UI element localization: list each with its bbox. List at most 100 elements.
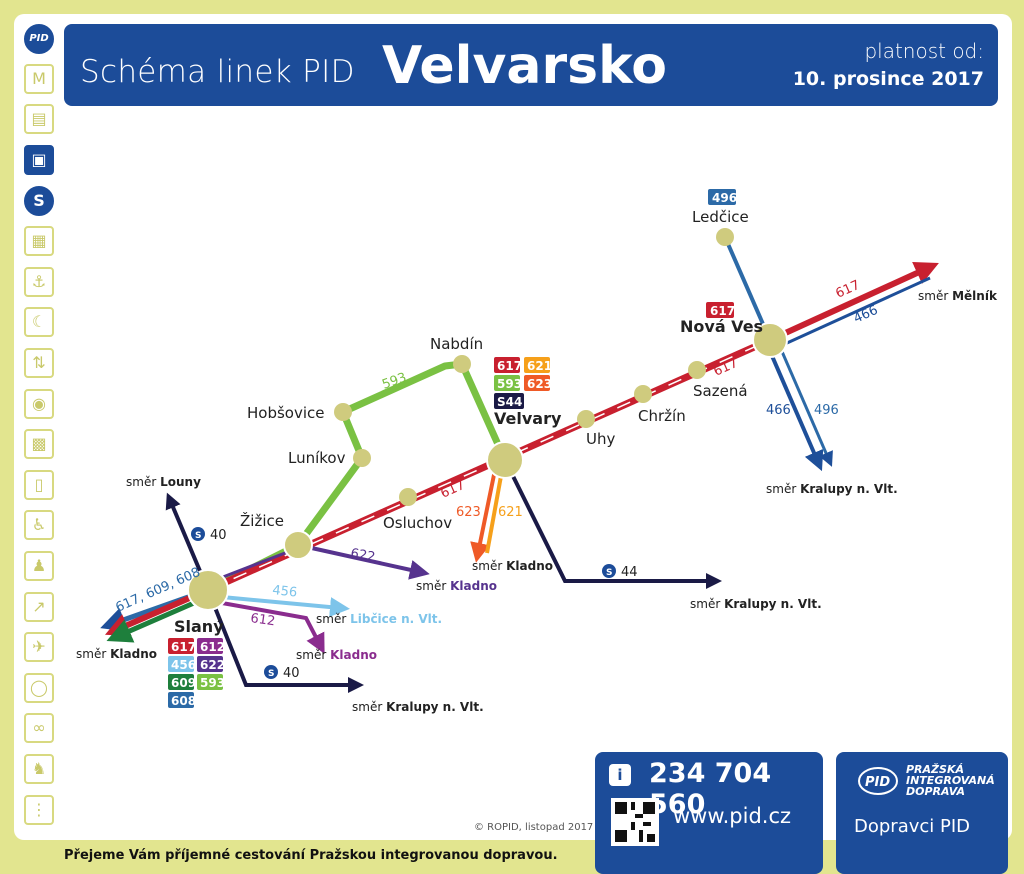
line-496-south — [775, 339, 833, 467]
direction-kladno-velvary: směr Kladno — [472, 559, 553, 573]
line-466-east — [775, 276, 931, 350]
wheelchair-icon: ♿ — [24, 510, 54, 540]
direction-kralupy-east: směr Kralupy n. Vlt. — [766, 482, 898, 496]
line-s44-kralupy — [503, 459, 722, 589]
svg-text:621: 621 — [527, 359, 552, 373]
svg-text:623: 623 — [527, 377, 552, 391]
line-617-east — [768, 262, 939, 343]
svg-text:S: S — [195, 531, 201, 541]
label-sazena: Sazená — [693, 382, 748, 400]
copyright: © ROPID, listopad 2017 — [474, 822, 594, 833]
badge-novaves-617 — [706, 302, 734, 318]
route-label-466-south: 466 — [766, 403, 791, 418]
bicycle-icon: ∞ — [24, 713, 54, 743]
line-612-kladno — [221, 601, 325, 654]
header-banner: Schéma linek PID Velvarsko platnost od: … — [64, 24, 998, 106]
ticket-machine-icon: ▯ — [24, 470, 54, 500]
badge-velvary-621 — [524, 357, 550, 373]
stop-nabdin — [453, 355, 471, 373]
stop-lunikov — [353, 449, 371, 467]
svg-text:608: 608 — [171, 694, 196, 708]
stop-hobsovice — [334, 403, 352, 421]
carriers-label: Dopravci PID — [854, 816, 971, 837]
badge-slany-609 — [168, 674, 194, 690]
svg-text:609: 609 — [171, 676, 196, 690]
route-label-621: 621 — [498, 505, 523, 520]
label-uhy: Uhy — [586, 430, 615, 448]
badge-slany-617 — [168, 638, 194, 654]
footer-wish: Přejeme Vám příjemné cestování Pražskou … — [64, 848, 558, 863]
svg-text:S44: S44 — [497, 395, 522, 409]
validity-label: platnost od: — [864, 39, 984, 63]
info-icon: i — [609, 764, 631, 786]
svg-text:612: 612 — [200, 640, 225, 654]
svg-text:617: 617 — [710, 304, 735, 318]
badge-velvary-623 — [524, 375, 550, 391]
stroller-icon: ◯ — [24, 673, 54, 703]
label-velvary: Velvary — [494, 409, 562, 428]
stop-nova-ves — [752, 322, 788, 358]
direction-libcice: směr Libčice n. Vlt. — [316, 612, 442, 626]
route-label-617-osluchov: 617 — [439, 478, 468, 502]
label-ledcice: Ledčice — [692, 208, 749, 226]
funicular-icon: ▦ — [24, 226, 54, 256]
line-496-north — [723, 236, 772, 341]
airport-icon: ✈ — [24, 632, 54, 662]
label-hobsovice: Hobšovice — [247, 404, 325, 422]
route-label-496-south: 496 — [814, 403, 839, 418]
stop-sazena — [688, 361, 706, 379]
title-prefix: Schéma linek PID — [80, 54, 355, 90]
label-zizice: Žižice — [240, 511, 284, 530]
stop-slany — [187, 569, 229, 611]
route-label-593: 593 — [380, 370, 408, 393]
svg-text:622: 622 — [200, 658, 225, 672]
ticket-icon: ▩ — [24, 429, 54, 459]
train-icon-s40-south — [264, 665, 278, 679]
badge-slany-612 — [197, 638, 223, 654]
brand-name: PRAŽSKÁ INTEGROVANÁ DOPRAVA — [906, 763, 995, 798]
school-icon: ⇅ — [24, 348, 54, 378]
website-link[interactable]: www.pid.cz — [673, 804, 792, 828]
night-icon: ☾ — [24, 307, 54, 337]
svg-text:496: 496 — [712, 191, 737, 205]
route-label-623: 623 — [456, 505, 481, 520]
route-label-612: 612 — [249, 611, 276, 629]
direction-kralupy-slany: směr Kralupy n. Vlt. — [352, 700, 484, 714]
stop-ledcice — [716, 228, 734, 246]
escalator-icon: ↗ — [24, 592, 54, 622]
badge-slany-608 — [168, 692, 194, 708]
badge-slany-593 — [197, 674, 223, 690]
direction-kladno-west: směr Kladno — [76, 647, 157, 661]
svg-text:593: 593 — [497, 377, 522, 391]
badge-velvary-s44 — [494, 393, 524, 409]
route-label-466-east: 466 — [852, 303, 881, 327]
stop-zizice — [283, 530, 313, 560]
stop-chrzin — [634, 385, 652, 403]
svg-text:S: S — [606, 568, 612, 578]
label-osluchov: Osluchov — [383, 514, 452, 532]
pid-logo-icon: PID — [858, 767, 898, 795]
direction-kladno-622: směr Kladno — [416, 579, 497, 593]
direction-melnik: směr Mělník — [918, 289, 998, 303]
line-s40-kralupy — [206, 589, 364, 693]
train-icon-s44 — [602, 564, 616, 578]
label-s44: 44 — [621, 565, 638, 580]
label-chrzin: Chržín — [638, 407, 686, 425]
direction-kladno-612: směr Kladno — [296, 648, 377, 662]
info-box: i 234 704 560 www.pid.cz — [595, 752, 823, 874]
route-label-617-sazena: 617 — [712, 356, 741, 380]
qr-code-icon[interactable] — [611, 798, 659, 846]
brand-box: PID PRAŽSKÁ INTEGROVANÁ DOPRAVA Dopravci… — [836, 752, 1008, 874]
direction-louny: směr Louny — [126, 475, 201, 489]
tram-icon: ▤ — [24, 104, 54, 134]
route-label-622: 622 — [349, 546, 376, 565]
svg-text:593: 593 — [200, 676, 225, 690]
label-s40-north: 40 — [210, 528, 227, 543]
svg-text:617: 617 — [497, 359, 522, 373]
svg-text:PID: PID — [865, 775, 890, 790]
family-icon: ♟ — [24, 551, 54, 581]
svg-text:456: 456 — [171, 658, 196, 672]
badge-velvary-593 — [494, 375, 520, 391]
validity-date: 10. prosince 2017 — [792, 68, 984, 90]
label-nabdin: Nabdín — [430, 335, 483, 353]
